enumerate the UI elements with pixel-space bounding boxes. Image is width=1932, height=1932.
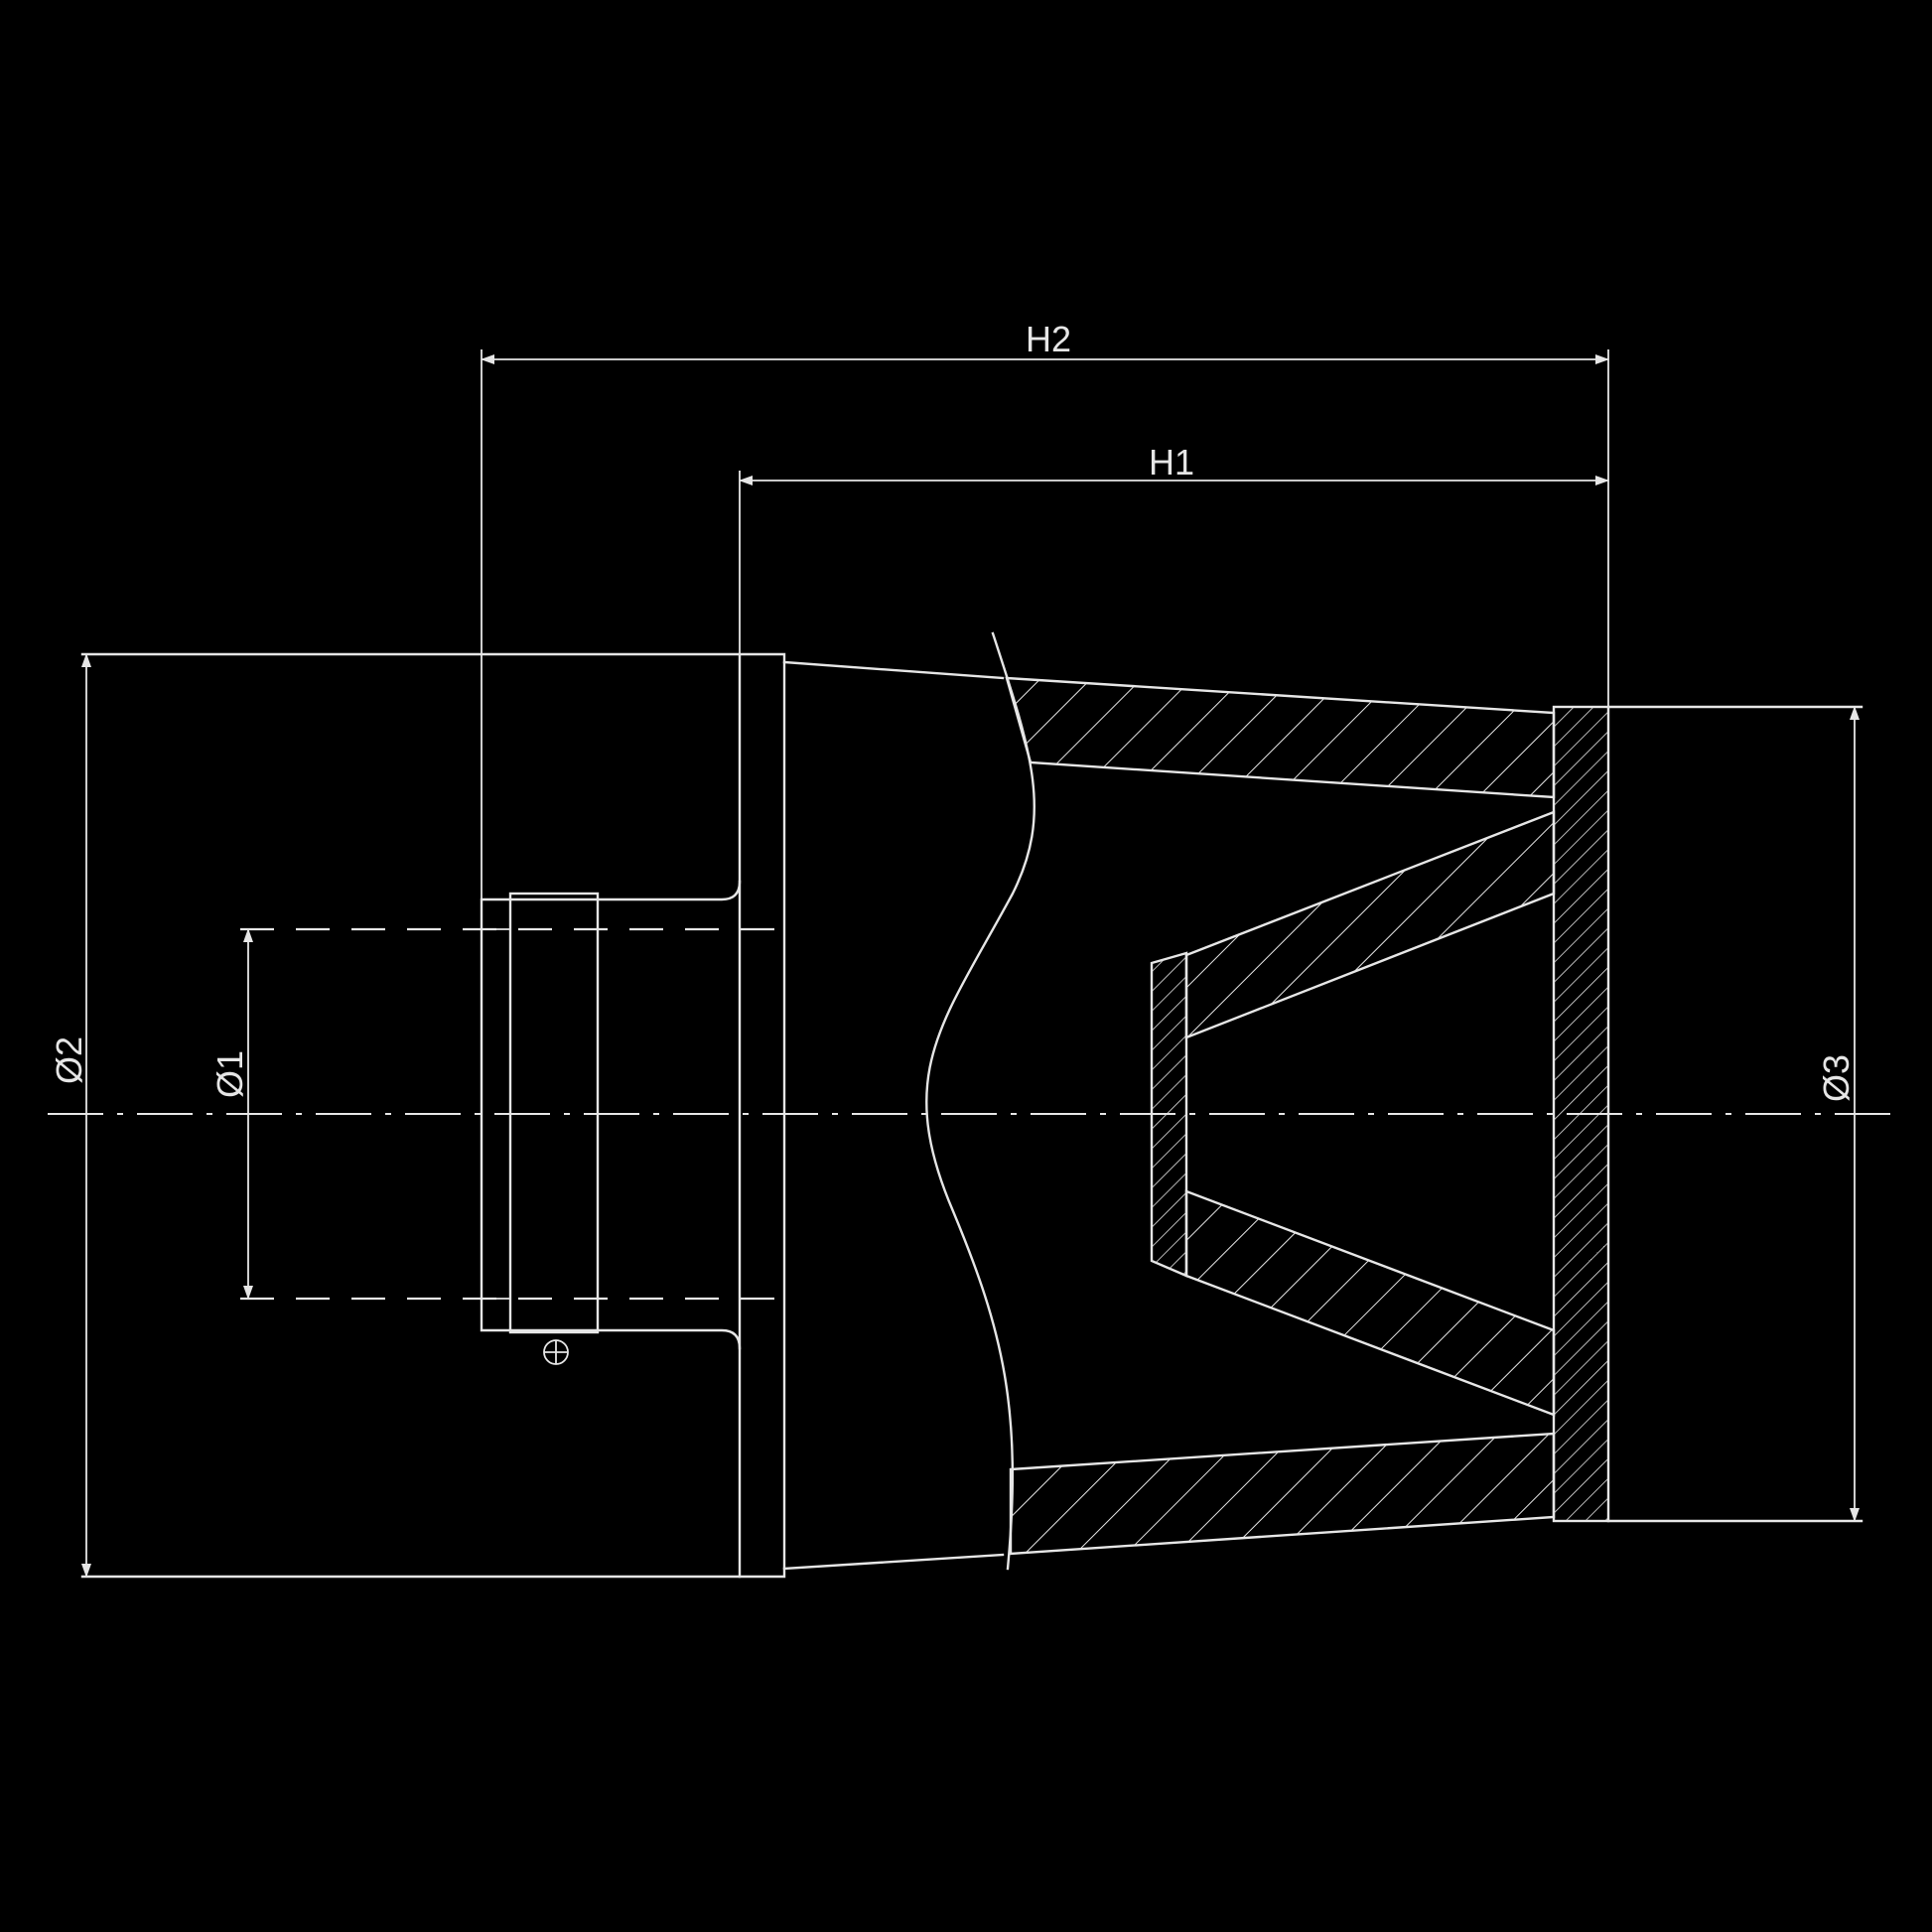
d2-label: Ø2 [49,1036,89,1084]
dimension-d2: Ø2 [49,653,91,1578]
dimension-h1: H1 [739,442,1609,654]
d3-label: Ø3 [1816,1054,1857,1102]
section-hatching [1005,676,1610,1556]
h2-label: H2 [1026,319,1071,359]
h1-label: H1 [1149,442,1194,483]
dimension-d1: Ø1 [209,928,253,1300]
dimension-d3: Ø3 [1816,706,1860,1522]
dimension-h2: H2 [481,319,1609,899]
break-line [925,631,1035,1571]
d1-label: Ø1 [209,1050,250,1098]
hub-body [80,652,786,1579]
